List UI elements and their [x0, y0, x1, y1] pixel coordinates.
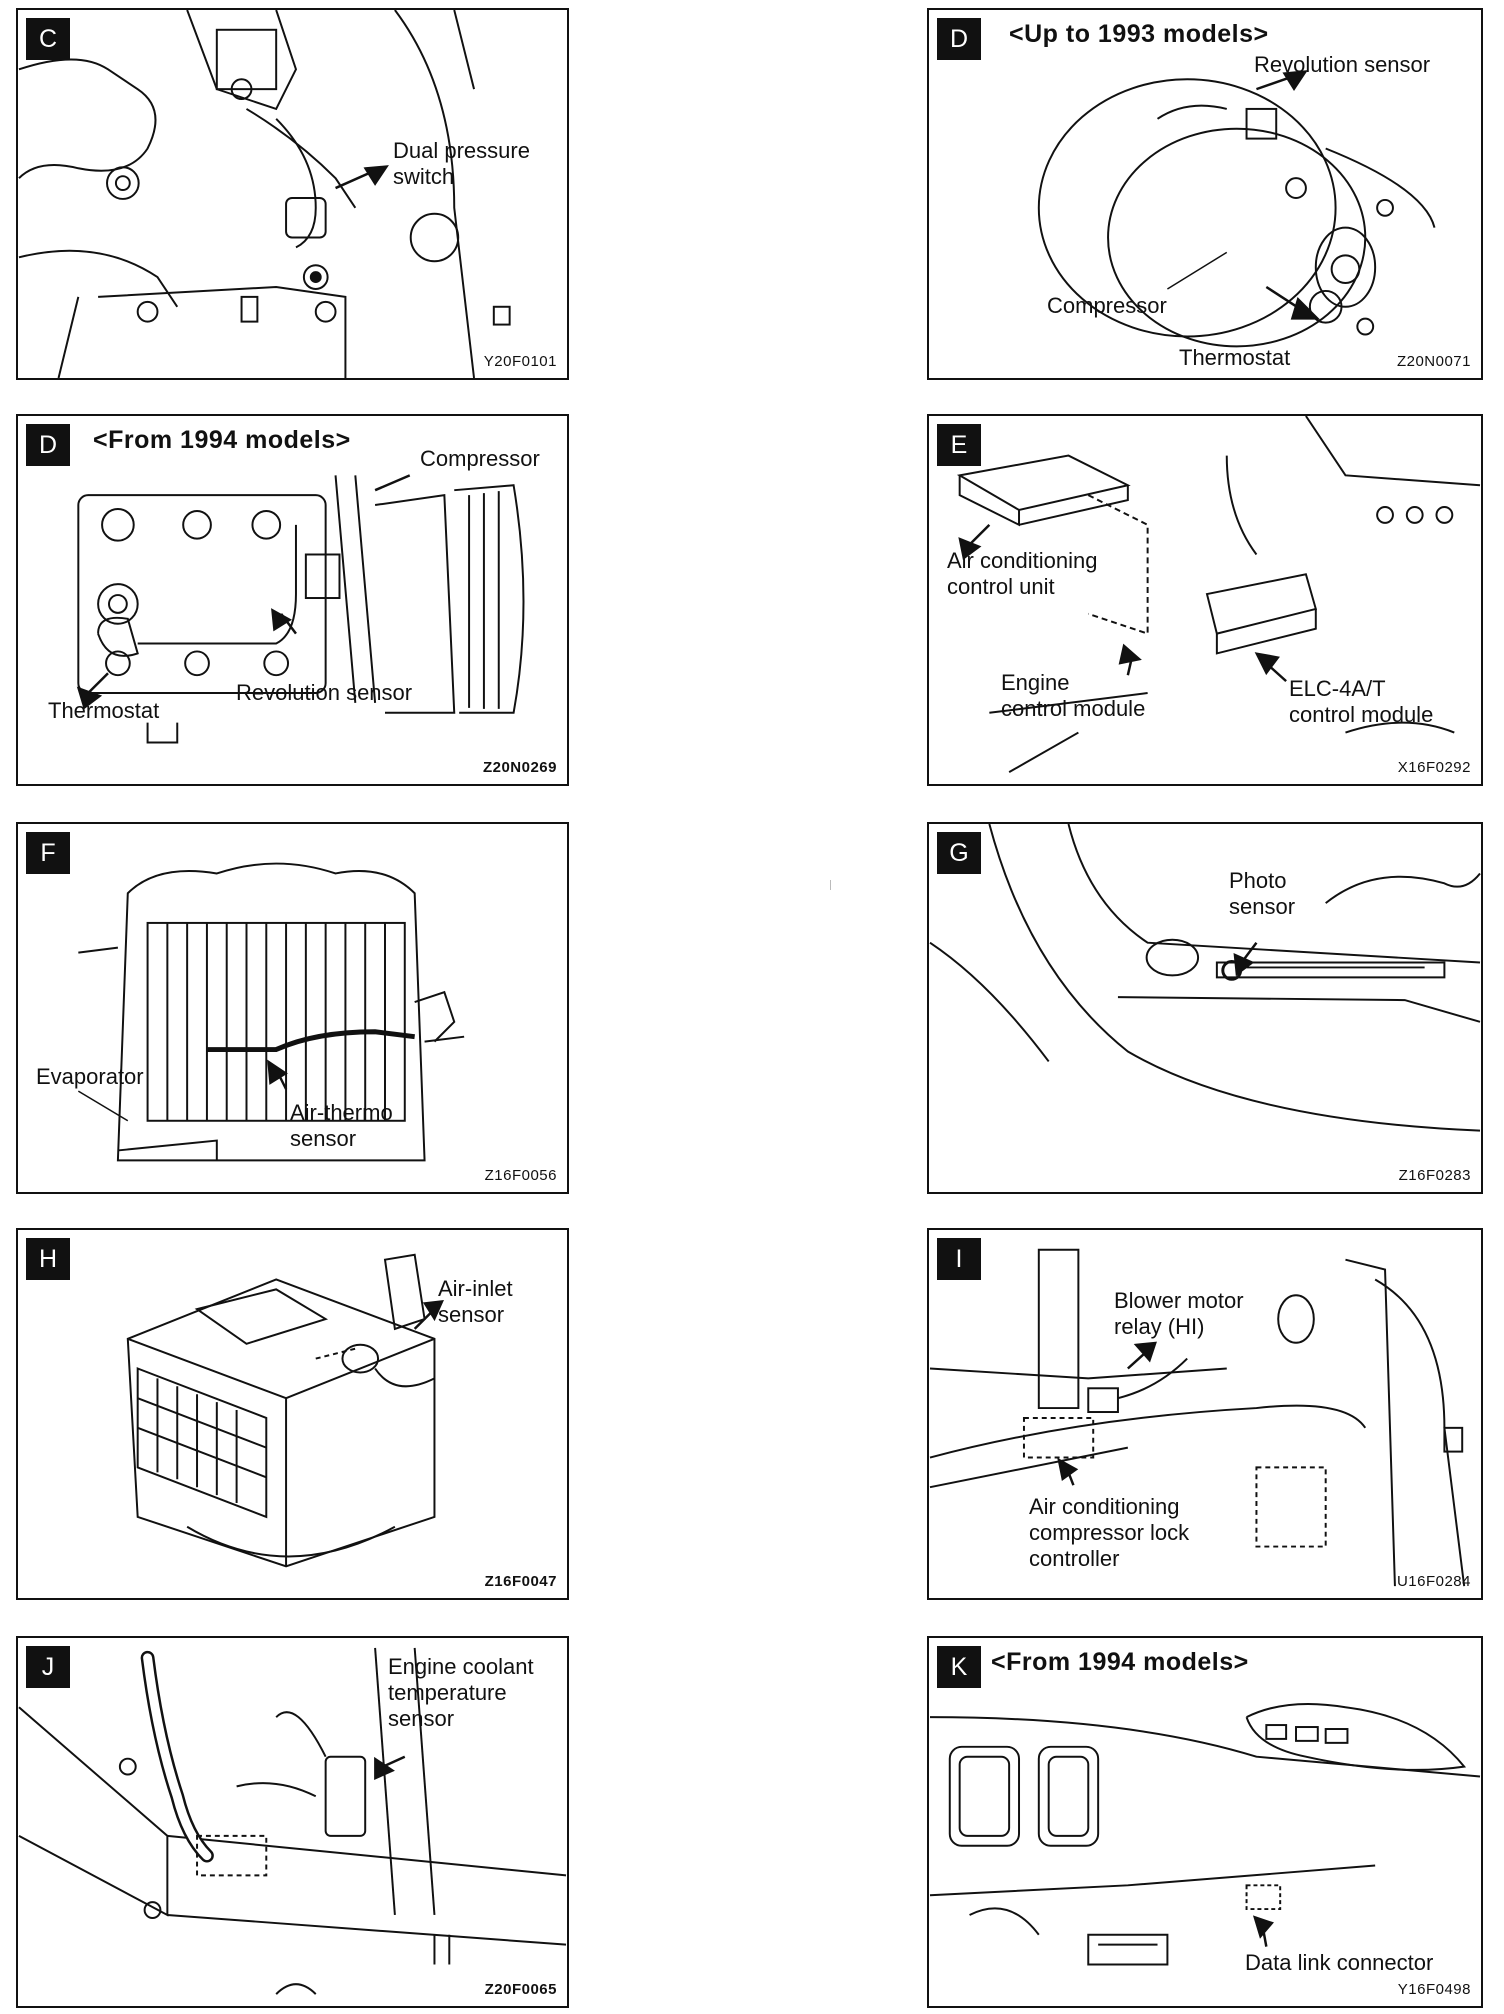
panel-letter-badge: G — [937, 832, 981, 874]
scan-mark — [830, 880, 831, 890]
figure-panel-h: H Air-inlet sensor Z16F0047 — [16, 1228, 569, 1600]
figure-code: Z16F0283 — [1398, 1167, 1471, 1184]
figure-panel-c: C Dual pressure switch Y20F0101 — [16, 8, 569, 380]
figure-panel-i: I Blower motor relay (HI) Air conditioni… — [927, 1228, 1483, 1600]
panel-letter-badge: F — [26, 832, 70, 874]
illustration-control-units — [956, 416, 1481, 773]
label-engine-control-module: Engine control module — [1001, 670, 1146, 721]
panel-letter-badge: E — [937, 424, 981, 466]
figure-code: Z16F0056 — [484, 1167, 557, 1184]
label-photo-sensor: Photo sensor — [1229, 868, 1296, 919]
panel-letter-badge: H — [26, 1238, 70, 1280]
label-data-link-connector: Data link connector — [1245, 1950, 1434, 1975]
figure-panel-g: G Photo sensor Z16F0283 — [927, 822, 1483, 1194]
figure-panel-f: F Evaporator Air-thermo sensor Z16F0056 — [16, 822, 569, 1194]
figure-code: Z16F0047 — [484, 1573, 557, 1590]
figure-code: X16F0292 — [1397, 759, 1471, 776]
label-compressor: Compressor — [420, 446, 540, 471]
figure-code: Z20F0065 — [484, 1981, 557, 1998]
figure-panel-e: E Air conditioning control unit Engine c… — [927, 414, 1483, 786]
illustration-blower-relay — [929, 1248, 1466, 1587]
label-compressor-lock-controller: Air conditioning compressor lock control… — [1029, 1494, 1190, 1571]
label-revolution-sensor: Revolution sensor — [1254, 52, 1431, 77]
panel-letter-badge: I — [937, 1238, 981, 1280]
label-evaporator: Evaporator — [36, 1064, 144, 1089]
label-ac-control-unit: Air conditioning control unit — [947, 548, 1098, 599]
panel-letter-badge: D — [26, 424, 70, 466]
panel-letter-badge: C — [26, 18, 70, 60]
label-compressor: Compressor — [1047, 293, 1167, 318]
figure-code: Y16F0498 — [1397, 1981, 1471, 1998]
panel-letter-badge: K — [937, 1646, 981, 1688]
illustration-photo-sensor — [929, 824, 1481, 1132]
figure-code: U16F0284 — [1396, 1573, 1471, 1590]
label-revolution-sensor: Revolution sensor — [236, 680, 413, 705]
illustration-data-link-connector — [929, 1702, 1481, 1966]
figure-code: Y20F0101 — [483, 353, 557, 370]
figure-panel-j: J Engine coolant temperature sensor Z20F… — [16, 1636, 569, 2008]
illustration-dual-pressure-switch — [18, 10, 511, 378]
figure-code: Z20N0269 — [482, 759, 557, 776]
label-air-thermo-sensor: Air-thermo sensor — [290, 1100, 393, 1151]
label-dual-pressure-switch: Dual pressure switch — [393, 138, 530, 189]
panel-title: <From 1994 models> — [991, 1648, 1249, 1676]
illustration-evaporator — [77, 862, 465, 1162]
illustration-air-inlet — [126, 1253, 444, 1568]
label-thermostat: Thermostat — [1179, 345, 1291, 370]
illustration-compressor-1993 — [1037, 70, 1436, 348]
label-blower-motor-relay: Blower motor relay (HI) — [1114, 1288, 1244, 1339]
label-air-inlet-sensor: Air-inlet sensor — [438, 1276, 513, 1327]
figure-code: Z20N0071 — [1396, 353, 1471, 370]
panel-title: <Up to 1993 models> — [1009, 20, 1269, 48]
panel-letter-badge: D — [937, 18, 981, 60]
label-engine-coolant-sensor: Engine coolant temperature sensor — [388, 1654, 534, 1731]
illustration-coolant-sensor — [18, 1647, 567, 1995]
panel-title: <From 1994 models> — [93, 426, 351, 454]
label-thermostat: Thermostat — [48, 698, 160, 723]
figure-panel-d-from-1994: D <From 1994 models> Compressor Thermost… — [16, 414, 569, 786]
figure-panel-k: K <From 1994 models> Data link connector… — [927, 1636, 1483, 2008]
panel-letter-badge: J — [26, 1646, 70, 1688]
figure-panel-d-up-to-1993: D <Up to 1993 models> Revolution sensor … — [927, 8, 1483, 380]
illustration-compressor-1994 — [76, 474, 525, 744]
label-elc-control-module: ELC-4A/T control module — [1289, 676, 1434, 727]
